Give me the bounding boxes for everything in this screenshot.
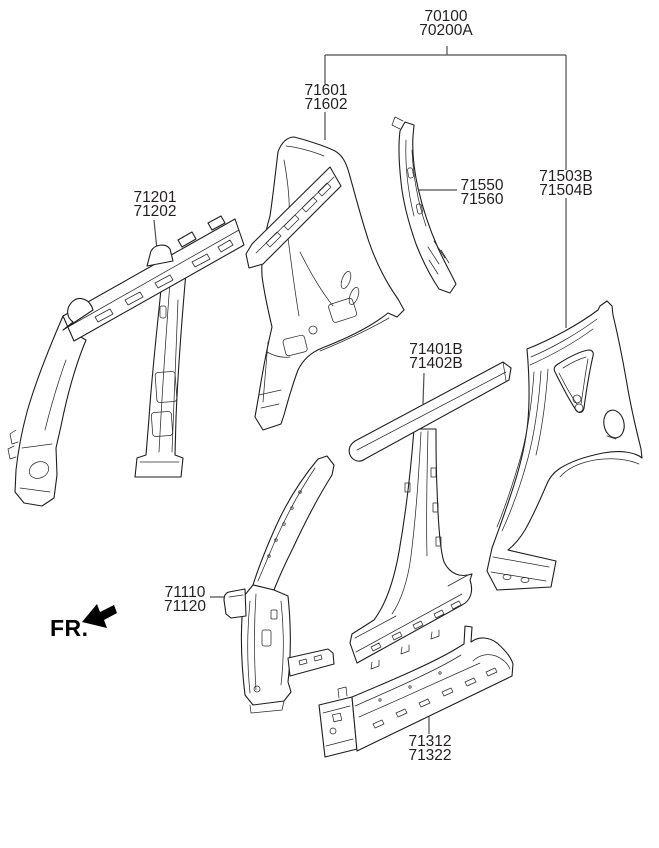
part-number: 71322 <box>408 746 452 764</box>
fr-direction <box>82 604 117 628</box>
part-drawing-front-pillar-outer <box>223 455 335 714</box>
fuel-filler-opening <box>603 409 625 439</box>
callout-pillar-reinforcement: 71550 71560 <box>459 177 505 208</box>
part-number: 71312 <box>408 733 452 750</box>
front-sill-stub <box>287 648 335 677</box>
sill-band <box>351 625 514 752</box>
pillar-reinforcement-outline <box>398 121 457 294</box>
part-number: 71202 <box>133 202 177 220</box>
hinge-mount-tab <box>223 588 247 619</box>
callout-center-pillar-outer: 71401B 71402B <box>408 341 464 372</box>
part-number: 70100 <box>424 8 468 25</box>
part-number: 71120 <box>164 597 206 615</box>
front-pillar-blade <box>252 455 335 591</box>
part-number: 71110 <box>164 584 206 601</box>
part-number: 71402B <box>409 354 463 372</box>
part-drawing-center-pillar-outer <box>348 361 512 670</box>
slotted-rail-outline <box>245 166 342 269</box>
part-number: 70200A <box>419 21 473 39</box>
part-drawing-quarter-outer-panel <box>486 300 643 591</box>
part-drawing-roof-side-rail-inner <box>7 215 245 507</box>
callout-front-pillar-outer: 71110 71120 <box>163 584 207 615</box>
callout-body-side-assembly: 70100 70200A <box>418 8 474 39</box>
callout-quarter-outer-panel: 71503B 71504B <box>538 168 594 199</box>
center-pillar-outline <box>349 428 473 664</box>
callout-quarter-inner-panel: 71601 71602 <box>303 82 349 113</box>
sill-end-box <box>318 696 358 758</box>
part-number: 71601 <box>304 82 348 99</box>
part-drawing-pillar-reinforcement <box>391 116 457 294</box>
a-pillar-inner-outline <box>14 315 87 507</box>
callout-roof-side-rail-inner: 71201 71202 <box>132 189 178 220</box>
roof-rail-outline <box>62 218 245 342</box>
fr-arrow-icon <box>82 604 117 628</box>
front-pillar-body <box>240 584 292 706</box>
part-number: 71201 <box>133 189 177 206</box>
quarter-glass-opening <box>553 349 594 413</box>
part-number: 71550 <box>460 177 504 194</box>
part-drawing-side-sill <box>318 625 514 758</box>
callout-side-sill-outer: 71312 71322 <box>407 733 453 764</box>
part-number: 71503B <box>539 168 593 185</box>
part-number: 71560 <box>460 190 504 208</box>
part-drawing-quarter-inner-panel <box>245 136 405 431</box>
quarter-outer-outline <box>486 300 643 591</box>
part-number: 71401B <box>409 341 463 358</box>
fr-direction-label: FR. <box>50 615 89 641</box>
part-number: 71504B <box>539 181 593 199</box>
part-number: 71602 <box>304 95 348 113</box>
